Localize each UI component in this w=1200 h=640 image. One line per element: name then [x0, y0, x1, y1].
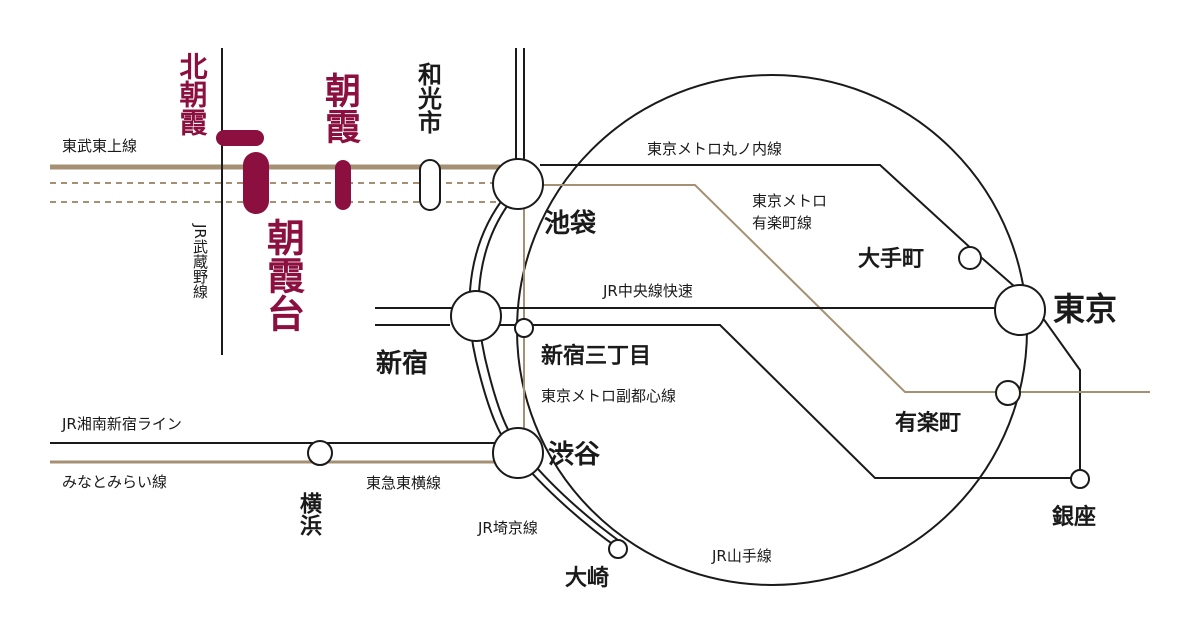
- yurakucho-line: [540, 184, 1150, 393]
- yamanote-label: JR山手線: [711, 547, 772, 565]
- shinjuku-sanchome-station: [514, 318, 534, 338]
- wakoshi-marker: [419, 159, 441, 211]
- shinjuku-sanchome-label: 新宿三丁目: [541, 343, 651, 369]
- otemachi-label: 大手町: [858, 246, 924, 272]
- yurakucho-station: [995, 380, 1021, 406]
- yurakucho-line-label-2: 有楽町線: [752, 214, 812, 232]
- ginza-label: 銀座: [1052, 504, 1096, 530]
- marunouchi-label: 東京メトロ丸ノ内線: [647, 140, 782, 158]
- saikyo-label: JR埼京線: [477, 519, 538, 537]
- saikyo-rail-b: [477, 197, 623, 544]
- musashino-label: JR武蔵野線: [191, 223, 209, 299]
- osaki-label: 大崎: [565, 565, 609, 591]
- yokohama-station: [307, 440, 333, 466]
- shinjuku-station: [450, 290, 502, 342]
- toyoko-label: 東急東横線: [366, 474, 441, 492]
- osaki-station: [608, 539, 628, 559]
- kita-asaka-label: 北朝霞: [176, 52, 209, 136]
- tokyo-label: 東京: [1053, 290, 1117, 328]
- asakadai-marker: [243, 152, 269, 214]
- tokyo-station: [994, 284, 1046, 336]
- yokohama-label: 横浜: [296, 492, 322, 537]
- shibuya-label: 渋谷: [548, 440, 601, 470]
- tobu-tojo-label: 東武東上線: [62, 137, 137, 155]
- otemachi-station: [958, 246, 982, 270]
- shonan-shinjuku-label: JR湘南新宿ライン: [61, 415, 182, 433]
- wakoshi-label: 和光市: [414, 62, 443, 134]
- asaka-marker: [335, 160, 351, 210]
- kita-asaka-marker: [216, 130, 264, 146]
- yurakucho-line-label-1: 東京メトロ: [752, 192, 827, 210]
- shinjuku-label: 新宿: [376, 348, 428, 379]
- marunouchi-ginza-line: [500, 324, 1080, 479]
- shibuya-station: [492, 427, 544, 479]
- marunouchi-line: [540, 164, 1081, 478]
- yurakucho-label: 有楽町: [895, 410, 961, 436]
- chuo-rapid-label: JR中央線快速: [602, 282, 693, 300]
- asakadai-label: 朝霞台: [261, 218, 306, 332]
- minatomirai-label: みなとみらい線: [62, 473, 167, 491]
- saikyo-rail-a: [468, 194, 619, 549]
- ikebukuro-label: 池袋: [544, 209, 597, 239]
- ikebukuro-station: [492, 158, 544, 210]
- fukutoshin-label: 東京メトロ副都心線: [541, 387, 676, 405]
- ginza-station: [1070, 469, 1090, 489]
- asaka-label: 朝霞: [319, 72, 361, 144]
